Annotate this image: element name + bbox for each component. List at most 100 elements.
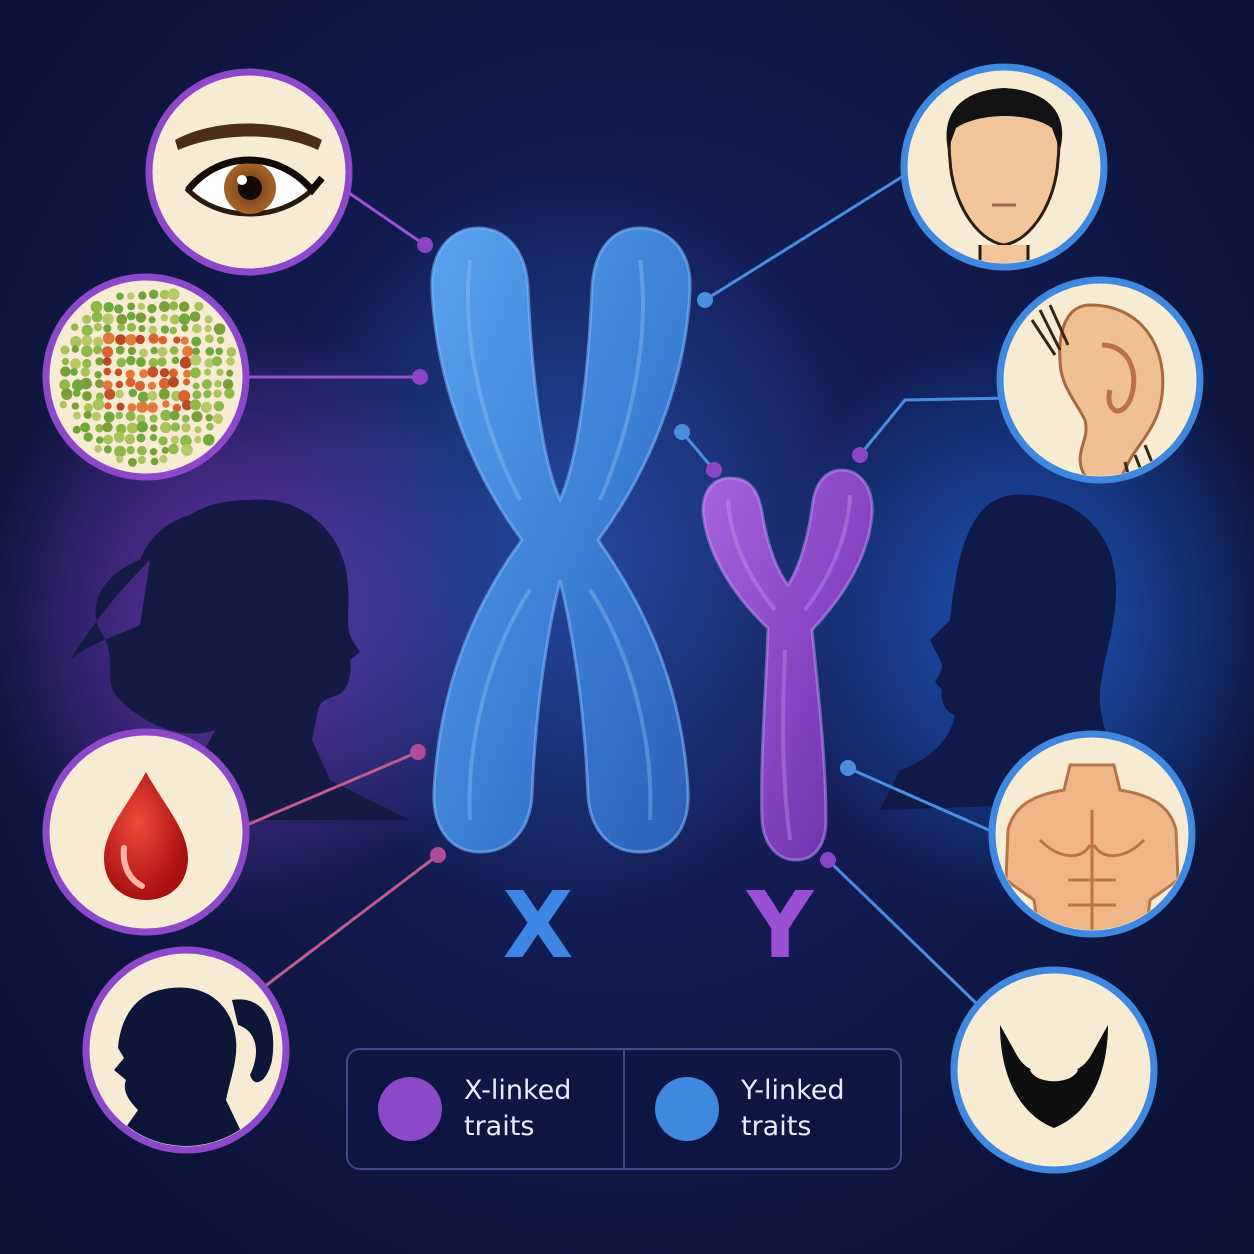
legend-label-x-linked: X-linked traits [464,1074,572,1142]
ishihara-dot [70,336,82,348]
female-profile-icon [110,987,274,1146]
ishihara-dot [159,454,168,464]
ishihara-dot [126,446,135,455]
color-blindness-test-icon [59,288,237,467]
ishihara-dot [194,301,204,311]
male-torso-icon [1004,763,1180,930]
ishihara-dot [136,401,149,413]
ishihara-dot [159,368,170,378]
x-chromosome [430,226,692,854]
legend-label-y-linked: Y-linked traits [741,1074,845,1142]
y-chromosome [701,468,874,862]
ishihara-dot [226,357,235,366]
ishihara-dot [93,323,103,332]
ishihara-dot [194,426,202,434]
ishihara-dot [70,358,81,370]
ishihara-dot [102,380,113,391]
legend-item-x-linked: X-linked traits [348,1050,623,1168]
ishihara-dot [148,289,159,300]
ishihara-dot [160,325,170,334]
ishihara-dot [178,301,190,312]
ishihara-dot [180,435,192,447]
ishihara-dot [215,347,224,356]
ishihara-dot [206,422,214,431]
ishihara-dot [103,302,114,313]
ishihara-dot [83,411,92,420]
ishihara-dot [127,346,137,356]
ishihara-dot [147,381,157,390]
ishihara-dot [90,300,103,313]
ishihara-dot [203,389,212,399]
ishihara-dot [216,336,225,344]
ishihara-dot [149,448,158,456]
ishihara-dot [205,347,215,356]
ishihara-dot [103,445,112,454]
ishihara-dot [104,388,116,400]
connector-female-profile [259,853,439,992]
ishihara-dot [126,322,137,332]
ishihara-dot [114,445,126,458]
ishihara-dot [114,304,124,314]
connector-ear [858,396,1011,456]
ishihara-dot [95,357,104,366]
ishihara-dot [59,379,71,391]
ishihara-dot [160,422,172,434]
ishihara-dot [115,380,124,389]
y-chromosome-label: Y [746,872,814,979]
ishihara-dot [173,336,181,344]
ishihara-dot [182,346,194,357]
ishihara-dot [158,335,168,345]
ishihara-dot [183,369,192,378]
ishihara-dot [127,403,137,412]
ishihara-dot [192,390,202,400]
ishihara-dot [161,446,169,454]
ishihara-dot [127,292,135,300]
legend: X-linked traits Y-linked traits [346,1048,902,1170]
ishihara-dot [178,313,191,325]
beard-icon [1000,1025,1108,1128]
ishihara-dot [181,399,193,411]
ishihara-dot [224,388,235,399]
ishihara-dot [212,356,223,367]
ishihara-dot [135,334,145,345]
ishihara-dot [181,414,190,423]
ishihara-dot [158,436,168,446]
ishihara-dot [83,432,93,442]
ishihara-dot [139,369,148,379]
ishihara-dot [147,402,158,413]
ishihara-dot [125,369,135,379]
x-chromosome-label: X [502,872,574,979]
ishihara-dot [148,357,159,368]
ishihara-dot [158,388,170,400]
hairy-ear-icon [1030,303,1165,476]
ishihara-dot [94,371,102,379]
ishihara-dot [115,411,123,420]
ishihara-dot [82,314,92,324]
ishihara-dot [168,443,179,455]
ishihara-dot [125,377,136,388]
ishihara-dot [126,422,138,434]
ishihara-dot [137,445,147,456]
ishihara-dot [91,411,102,421]
ishihara-dot [91,311,103,323]
ishihara-dot [116,292,124,301]
ishihara-dot [81,335,93,347]
ishihara-dot [149,414,158,423]
ishihara-dot [113,431,125,443]
ishihara-dot [101,346,114,358]
ishihara-dot [138,291,147,300]
ishihara-dot [194,436,202,444]
blood-drop-icon [104,772,188,900]
eye-icon [175,123,325,217]
ishihara-dot [93,336,104,348]
ishihara-dot [147,366,159,378]
connector-blood [234,750,419,832]
ishihara-dot [95,424,104,433]
ishihara-dot [226,369,234,377]
legend-dot-blue [655,1077,719,1141]
ishihara-dot [70,323,79,331]
ishihara-dot [204,368,212,376]
ishihara-dot [103,411,115,423]
ishihara-dot [70,368,78,376]
